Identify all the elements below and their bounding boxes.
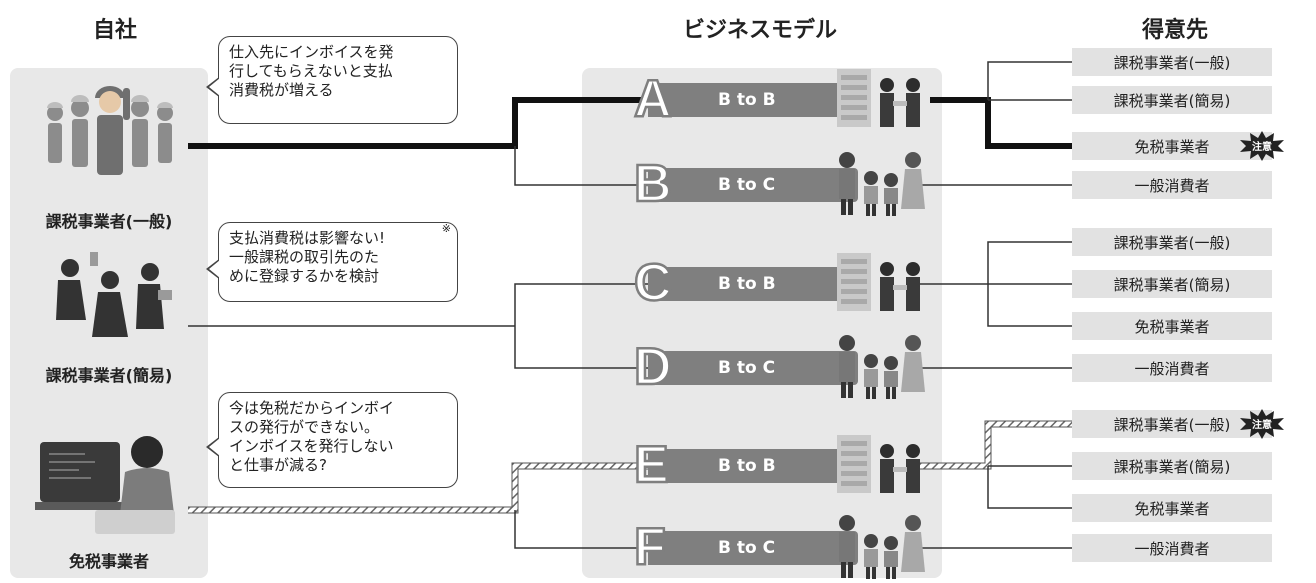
customer-label: 一般消費者 <box>1134 539 1210 558</box>
model-label: B to C <box>718 358 776 378</box>
model-letter-a: A <box>633 70 673 128</box>
customer-label: 課税事業者(簡易) <box>1113 91 1231 110</box>
family-icon <box>839 515 925 579</box>
model-bar-d: B to C <box>648 351 858 385</box>
model-letter-d: D <box>633 338 673 396</box>
bubble-exempt-line: 今は免税だからインボイ <box>229 399 395 417</box>
bubble-simple-note: ※ <box>441 222 451 235</box>
model-bar-e: B to B <box>648 449 858 483</box>
model-bar-b: B to C <box>648 168 858 202</box>
model-label: B to B <box>718 274 776 294</box>
model-bar-c: B to B <box>648 267 858 301</box>
model-bar-a: B to B <box>648 83 858 117</box>
customer-label: 免税事業者 <box>1134 499 1210 518</box>
caution-burst-icon: 注意 <box>1240 131 1284 161</box>
bubble-exempt-line: と仕事が減る? <box>229 456 327 474</box>
line-a-to-exempt <box>930 97 1072 149</box>
customer-box: 課税事業者(簡易) <box>1072 270 1272 298</box>
office-building-handshake-icon <box>837 253 920 311</box>
bubble-exempt: 今は免税だからインボイ スの発行ができない。 インボイスを発行しない と仕事が減… <box>206 392 458 488</box>
customer-box: 課税事業者(簡易) <box>1072 452 1272 480</box>
model-letter-f: F <box>633 518 667 576</box>
customer-box: 一般消費者 <box>1072 354 1272 382</box>
bubble-general-line: 仕入先にインボイスを発 <box>229 43 394 61</box>
customer-label: 課税事業者(簡易) <box>1113 457 1231 476</box>
bubble-exempt-line: スの発行ができない。 <box>229 418 380 436</box>
customer-box: 免税事業者 <box>1072 312 1272 340</box>
bubble-general-line: 行してもらえないと支払 <box>229 62 393 80</box>
family-icon <box>839 335 925 399</box>
customer-label: 課税事業者(一般) <box>1113 233 1231 252</box>
line-e-to-general <box>915 420 1072 470</box>
businesspeople-illustration <box>56 252 172 337</box>
model-label: B to C <box>718 175 776 195</box>
own-tier-simple-label: 課税事業者(簡易) <box>45 366 173 385</box>
model-label: B to C <box>718 538 776 558</box>
customer-label: 課税事業者(一般) <box>1113 415 1231 434</box>
caution-label: 注意 <box>1252 418 1272 431</box>
bubble-simple-line: 一般課税の取引先のた <box>229 248 380 266</box>
caution-label: 注意 <box>1252 140 1272 153</box>
customer-box: 一般消費者 <box>1072 171 1272 199</box>
customer-label: 課税事業者(簡易) <box>1113 275 1231 294</box>
model-letter-b: B <box>633 155 673 213</box>
model-label: B to B <box>718 456 776 476</box>
model-letter-e: E <box>633 436 670 494</box>
customer-label: 一般消費者 <box>1134 176 1210 195</box>
laptop-worker-illustration <box>35 436 175 534</box>
customer-box: 課税事業者(一般) <box>1072 228 1272 256</box>
own-tier-general-label: 課税事業者(一般) <box>45 212 173 231</box>
line-a-to-general-simple <box>987 61 1072 100</box>
bubble-general: 仕入先にインボイスを発 行してもらえないと支払 消費税が増える <box>206 36 458 124</box>
customer-box: 免税事業者 <box>1072 132 1272 160</box>
customer-label: 一般消費者 <box>1134 359 1210 378</box>
own-company-title: 自社 <box>92 18 137 43</box>
own-tier-exempt-label: 免税事業者 <box>68 552 149 571</box>
bubble-simple-line: 支払消費税は影響ない! <box>229 229 386 247</box>
bubble-simple-line: めに登録するかを検討 <box>229 267 380 285</box>
business-model-title: ビジネスモデル <box>682 18 837 43</box>
customer-box: 課税事業者(一般) <box>1072 48 1272 76</box>
customer-box: 課税事業者(一般) <box>1072 410 1272 438</box>
workers-illustration <box>47 86 173 175</box>
model-label: B to B <box>718 90 776 110</box>
bubble-general-line: 消費税が増える <box>229 81 334 99</box>
customer-label: 免税事業者 <box>1134 137 1210 156</box>
line-own-general-to-b <box>514 146 650 186</box>
customer-title: 得意先 <box>1141 18 1208 43</box>
model-letter-c: C <box>633 254 673 312</box>
office-building-handshake-icon <box>837 435 920 493</box>
office-building-handshake-icon <box>837 69 920 127</box>
customer-box: 課税事業者(簡易) <box>1072 86 1272 114</box>
customer-box: 免税事業者 <box>1072 494 1272 522</box>
bubble-exempt-line: インボイスを発行しない <box>229 437 394 455</box>
bubble-simple: ※ 支払消費税は影響ない! 一般課税の取引先のた めに登録するかを検討 <box>206 222 458 302</box>
family-icon <box>839 152 925 216</box>
customer-box: 一般消費者 <box>1072 534 1272 562</box>
customer-label: 課税事業者(一般) <box>1113 53 1231 72</box>
model-bar-f: B to C <box>648 531 858 565</box>
customer-label: 免税事業者 <box>1134 317 1210 336</box>
line-own-general-to-a <box>188 97 650 149</box>
caution-burst-icon: 注意 <box>1240 409 1284 439</box>
